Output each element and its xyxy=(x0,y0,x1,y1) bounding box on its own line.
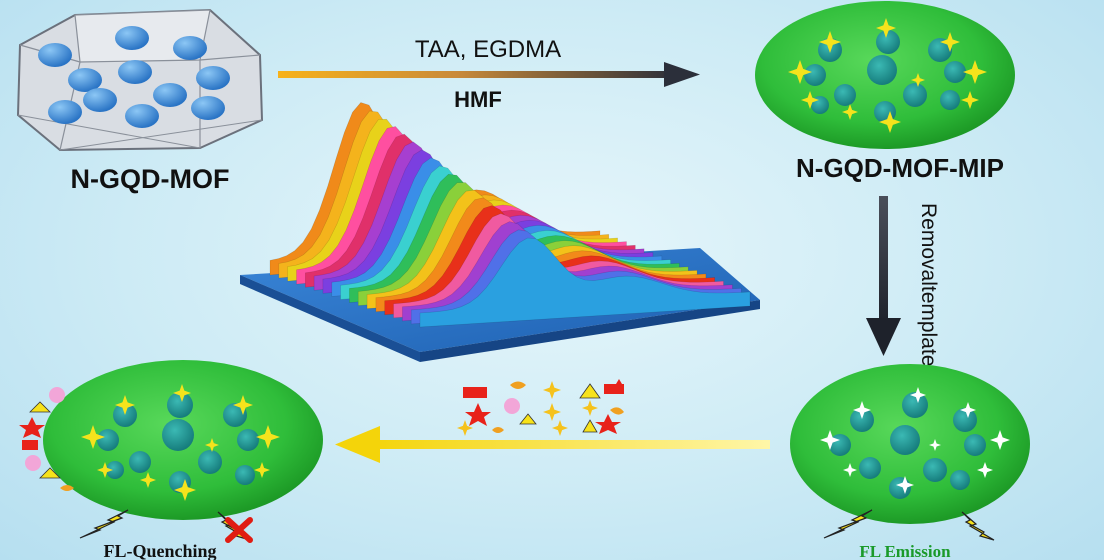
emission-label: FL Emission xyxy=(859,542,951,560)
bound-analytes-icon xyxy=(19,387,74,491)
quenching-label: FL-Quenching xyxy=(103,541,216,560)
quenching-sphere-icon xyxy=(43,360,323,520)
analyte-shapes-icon xyxy=(457,379,624,436)
mip-sphere-icon xyxy=(755,1,1015,149)
spectrum-band xyxy=(419,237,751,328)
emission-lightning-icon xyxy=(823,509,995,541)
template-label: HMF xyxy=(454,87,502,112)
removal-label: Removaltemplate xyxy=(917,203,940,366)
binding-arrow xyxy=(335,426,770,463)
reagents-label: TAA, EGDMA xyxy=(415,36,561,63)
mof-cage-icon xyxy=(16,8,264,152)
removal-arrow xyxy=(866,196,901,356)
mof-label: N-GQD-MOF xyxy=(71,164,230,194)
spectrum-waterfall-icon xyxy=(240,102,760,362)
synthesis-arrow xyxy=(278,62,700,87)
mip-label: N-GQD-MOF-MIP xyxy=(796,153,1004,183)
emission-sphere-icon xyxy=(790,364,1030,524)
cross-icon xyxy=(225,517,253,543)
